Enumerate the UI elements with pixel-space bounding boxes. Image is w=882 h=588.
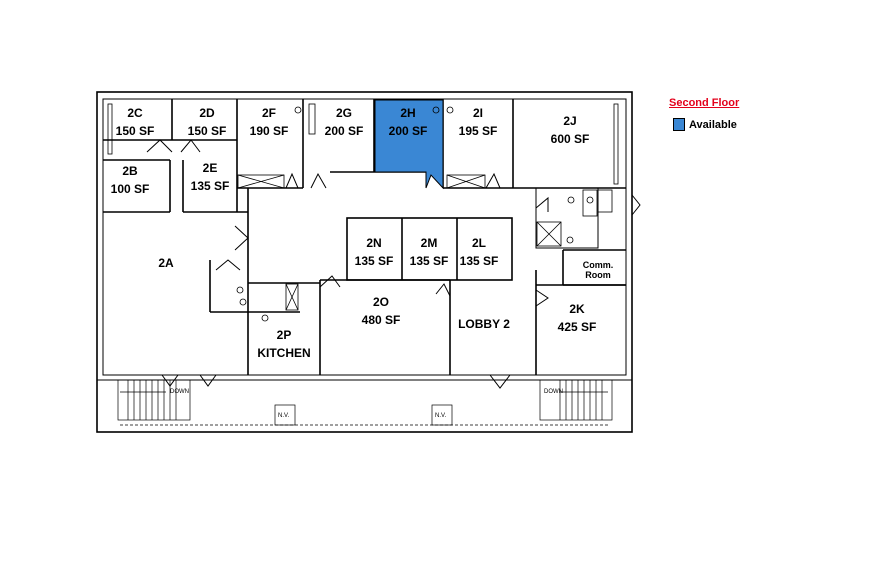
stair-left-label: DOWN — [170, 389, 189, 395]
unit-id-2l: 2L — [472, 236, 486, 250]
unit-id-2c: 2C — [127, 106, 143, 120]
unit-id-2m: 2M — [421, 236, 438, 250]
nv-left-label: N.V. — [278, 413, 289, 419]
inner-wall — [102, 98, 627, 376]
fixtures — [107, 103, 619, 322]
outer-wall — [96, 91, 633, 433]
legend-label: Available — [689, 118, 737, 131]
unit-id-2o: 2O — [373, 295, 389, 309]
unit-id-2p: 2P — [277, 328, 292, 342]
lobby-label: LOBBY 2 — [458, 317, 510, 331]
unit-area-2j: 600 SF — [551, 132, 590, 146]
unit-area-2k: 425 SF — [558, 320, 597, 334]
unit-area-2c: 150 SF — [116, 124, 155, 138]
unit-id-2i: 2I — [473, 106, 483, 120]
nv-right-label: N.V. — [435, 413, 446, 419]
unit-id-2k: 2K — [569, 302, 585, 316]
unit-area-2n: 135 SF — [355, 254, 394, 268]
unit-area-2m: 135 SF — [410, 254, 449, 268]
unit-area-2h: 200 SF — [389, 124, 428, 138]
unit-area-2p: KITCHEN — [257, 346, 310, 360]
unit-id-2d: 2D — [199, 106, 215, 120]
unit-area-2l: 135 SF — [460, 254, 499, 268]
comm-room-label-2: Room — [585, 270, 611, 280]
comm-room-label-1: Comm. — [583, 260, 614, 270]
stair-right-label: DOWN — [544, 389, 563, 395]
unit-2h-highlight[interactable] — [374, 99, 444, 190]
unit-id-2e: 2E — [203, 161, 218, 175]
unit-id-2b: 2B — [122, 164, 138, 178]
unit-id-2f: 2F — [262, 106, 276, 120]
unit-area-2d: 150 SF — [188, 124, 227, 138]
available-swatch — [673, 118, 685, 131]
stairs — [117, 379, 613, 426]
unit-labels: 2C 150 SF 2D 150 SF 2F 190 SF 2G 200 SF 2H 200 SF… — [111, 106, 597, 360]
door-swings — [146, 139, 641, 389]
unit-id-2n: 2N — [366, 236, 381, 250]
legend-item-available: Available — [673, 118, 737, 131]
legend-title: Second Floor — [669, 97, 740, 109]
unit-area-2o: 480 SF — [362, 313, 401, 327]
unit-id-2a: 2A — [158, 256, 174, 270]
unit-id-2j: 2J — [563, 114, 576, 128]
unit-id-2g: 2G — [336, 106, 352, 120]
unit-area-2f: 190 SF — [250, 124, 289, 138]
unit-area-2e: 135 SF — [191, 179, 230, 193]
unit-area-2b: 100 SF — [111, 182, 150, 196]
unit-area-2i: 195 SF — [459, 124, 498, 138]
unit-area-2g: 200 SF — [325, 124, 364, 138]
unit-id-2h: 2H — [400, 106, 415, 120]
